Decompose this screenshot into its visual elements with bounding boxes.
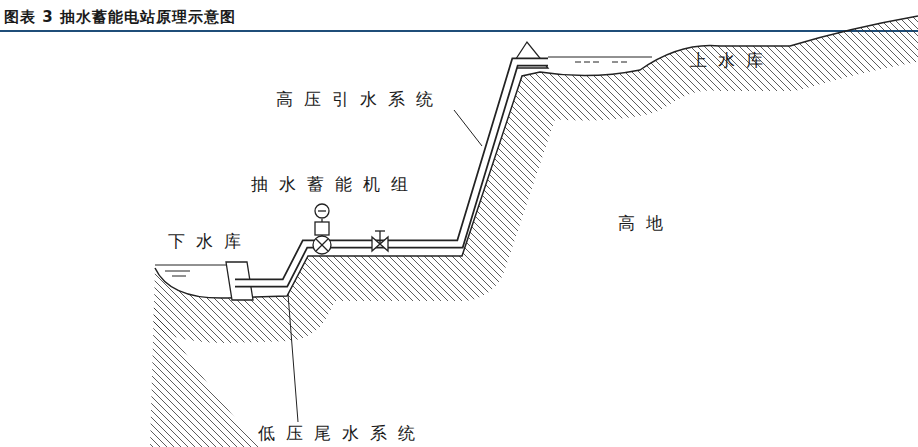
title-rule [0, 30, 918, 32]
part-label: 下水库 [168, 231, 252, 251]
ground-hatch [150, 16, 918, 447]
leader-line [454, 110, 482, 146]
ground-surface [155, 16, 918, 298]
label-anchor: 抽水蓄能机组 [251, 174, 419, 194]
part-label: 低压尾水系统 [258, 423, 426, 443]
label-anchor: 高压引水系统 [276, 89, 444, 109]
pipe-outer [235, 62, 548, 283]
figure-title: 图表 3 抽水蓄能电站原理示意图 [4, 8, 236, 26]
pump-turbine-unit [313, 204, 331, 254]
title-anchor: 图表 3 抽水蓄能电站原理示意图 [4, 7, 236, 26]
pipe-inner [235, 62, 548, 283]
leader-line [288, 294, 298, 422]
part-label: 抽水蓄能机组 [251, 174, 419, 194]
part-label: 上水库 [690, 50, 774, 70]
label-anchor: 低压尾水系统 [258, 423, 426, 443]
label-anchor: 高地 [618, 213, 674, 233]
part-label: 高压引水系统 [276, 89, 444, 109]
label-anchor: 下水库 [168, 231, 252, 251]
valve-symbol [372, 231, 388, 251]
part-label: 高地 [618, 213, 674, 233]
lower-reservoir-water [155, 265, 230, 276]
upper-reservoir-water [548, 57, 652, 62]
label-anchor: 上水库 [690, 50, 774, 70]
